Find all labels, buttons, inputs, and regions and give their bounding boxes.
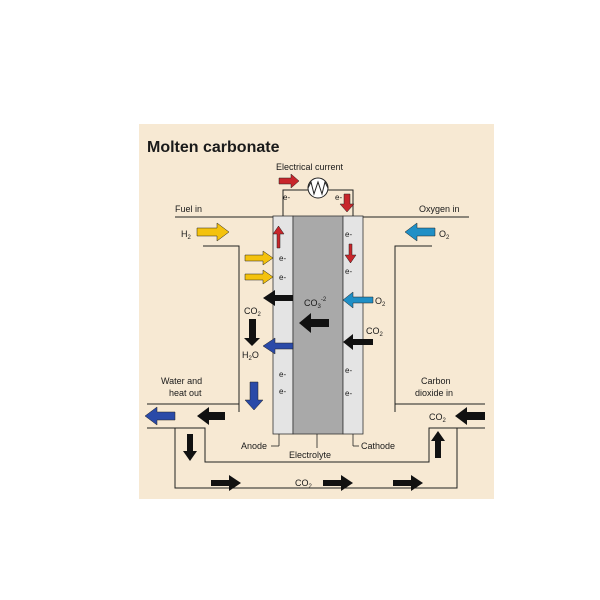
cathode-electron-4: e- [345, 389, 352, 398]
current-arrow-up [272, 225, 285, 249]
carbonate-ion-arrow [299, 313, 329, 333]
hydrogen-arrow [196, 222, 230, 242]
water-heat-label-line2: heat out [169, 388, 202, 398]
cathode-electron-1: e- [345, 230, 352, 239]
co2-loop-arrow-2 [323, 475, 353, 491]
cathode-electron-3: e- [345, 366, 352, 375]
water-arrow-anode [262, 337, 294, 355]
co2-cathode-label: CO2 [366, 326, 384, 338]
hydrogen-arrow-anode-1 [244, 250, 274, 266]
co2-down-arrow [244, 319, 260, 346]
anode-electron-4: e- [279, 387, 286, 396]
co2-carbon-in-label: CO2 [429, 412, 447, 424]
co2-loop-arrow-3 [393, 475, 423, 491]
carbon-dioxide-label-line2: dioxide in [415, 388, 453, 398]
anode-electron-1: e- [279, 254, 286, 263]
co2-in-arrow [455, 407, 485, 425]
anode-electron-3: e- [279, 370, 286, 379]
oxygen-in-label: Oxygen in [419, 204, 460, 214]
electrical-current-label: Electrical current [276, 162, 344, 172]
water-out-arrow [144, 406, 176, 426]
o2-in-label: O2 [439, 229, 450, 241]
anode-label: Anode [241, 441, 267, 451]
oxygen-in-arrow [404, 222, 436, 242]
cathode-plate [342, 215, 364, 435]
o2-cathode-label: O2 [375, 296, 386, 308]
co2-arrow-anode-out [263, 290, 293, 306]
current-arrow-top [278, 173, 300, 189]
current-arrow-cathode [344, 243, 357, 264]
resistor-zigzag-icon [307, 180, 329, 196]
h2-label: H2 [181, 229, 192, 241]
current-arrow-down [339, 193, 355, 213]
circuit-electron-left: e- [283, 193, 290, 202]
anode-channel-outer [203, 245, 240, 412]
water-heat-label-line1: Water and [161, 376, 202, 386]
co2-up-arrow [431, 431, 445, 458]
water-arrow-down [244, 381, 264, 411]
co2-anode-label: CO2 [244, 306, 262, 318]
exhaust-down-arrow [183, 434, 197, 461]
carbon-dioxide-label-line1: Carbon [421, 376, 451, 386]
co2-bottom-label: CO2 [295, 478, 313, 490]
recirculation-loop-inner [204, 428, 430, 463]
water-channel-arrow [197, 407, 225, 425]
recirculation-loop-outer [174, 428, 458, 489]
h2o-label: H2O [242, 350, 259, 362]
fuel-in-label: Fuel in [175, 204, 202, 214]
anode-plate [272, 215, 294, 435]
co2-loop-arrow-1 [211, 475, 241, 491]
electrolyte-label: Electrolyte [289, 450, 331, 460]
co3-label: CO3-2 [304, 297, 327, 310]
anode-electron-2: e- [279, 273, 286, 282]
circuit-electron-right: e- [335, 193, 342, 202]
oxygen-arrow-cathode [342, 291, 374, 309]
hydrogen-arrow-anode-2 [244, 269, 274, 285]
water-channel-bottom [147, 427, 207, 463]
co2-arrow-cathode-in [343, 334, 373, 350]
molten-carbonate-figure: Molten carbonate Electrical current e- e… [139, 124, 494, 499]
cathode-label: Cathode [361, 441, 395, 451]
cathode-channel-outer [394, 245, 432, 412]
fuel-cell-diagram: Molten carbonate Electrical current e- e… [144, 139, 485, 491]
figure-title: Molten carbonate [147, 139, 280, 156]
cathode-electron-2: e- [345, 267, 352, 276]
